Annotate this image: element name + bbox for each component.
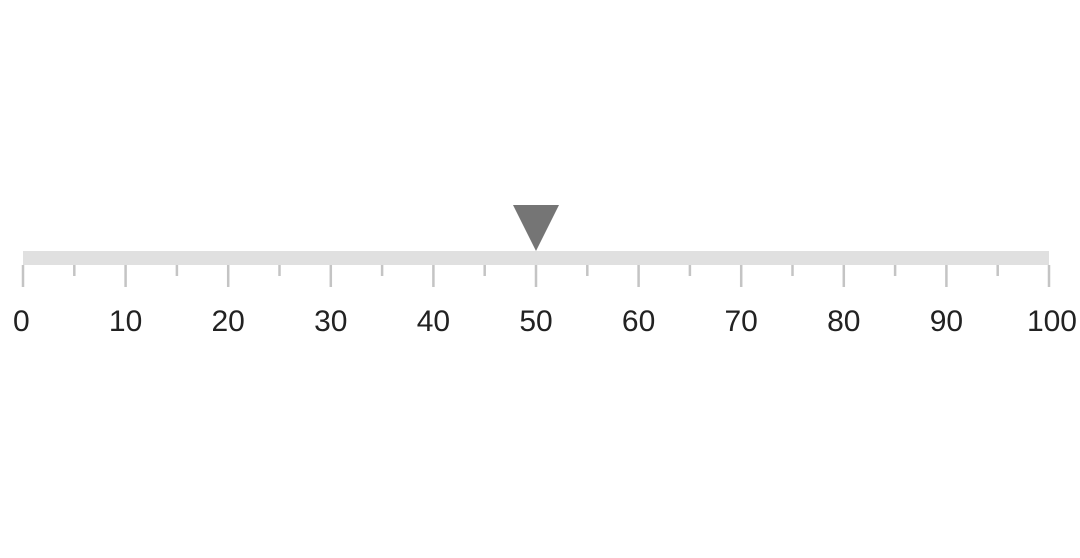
- tick-label: 0: [13, 305, 30, 338]
- tick-label: 70: [725, 305, 758, 338]
- gauge-tick-labels: 0 10 20 30 40 50 60 70 80 90 100: [13, 305, 1077, 338]
- tick-label: 90: [930, 305, 963, 338]
- tick-label: 40: [417, 305, 450, 338]
- tick-label: 100: [1027, 305, 1077, 338]
- tick-label: 50: [519, 305, 552, 338]
- tick-label: 20: [212, 305, 245, 338]
- tick-label: 80: [827, 305, 860, 338]
- gauge-ticks: [21, 265, 1051, 287]
- tick-label: 60: [622, 305, 655, 338]
- tick-label: 10: [109, 305, 142, 338]
- gauge-track: [23, 251, 1049, 265]
- gauge-pointer-marker[interactable]: [513, 205, 559, 251]
- tick-label: 30: [314, 305, 347, 338]
